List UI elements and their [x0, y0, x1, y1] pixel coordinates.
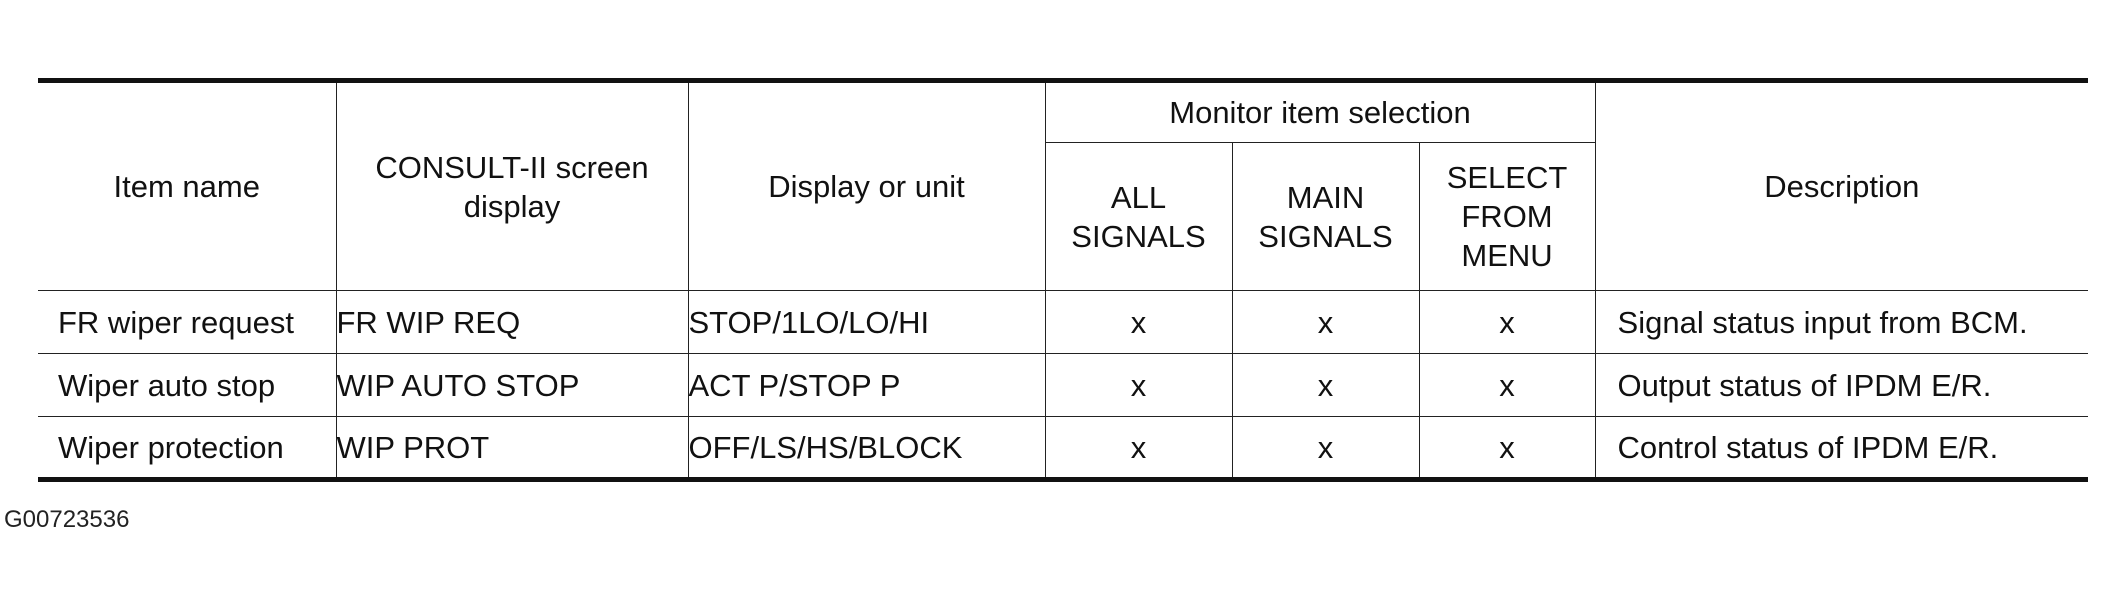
cell-main-signals: x: [1231, 416, 1420, 480]
cell-consult-display: FR WIP REQ: [335, 290, 689, 354]
header-all-signals: ALL SIGNALS: [1045, 142, 1233, 291]
cell-select-from-menu: x: [1418, 353, 1596, 417]
header-description: Description: [1594, 80, 2089, 291]
cell-consult-display: WIP PROT: [335, 416, 689, 480]
cell-description: Signal status input from BCM.: [1594, 290, 2089, 354]
header-item-name: Item name: [38, 80, 337, 291]
header-consult-display: CONSULT-II screen display: [335, 80, 689, 291]
cell-description: Output status of IPDM E/R.: [1594, 353, 2089, 417]
cell-item-name: Wiper protection: [38, 416, 337, 480]
cell-select-from-menu: x: [1418, 290, 1596, 354]
cell-main-signals: x: [1231, 290, 1420, 354]
cell-consult-display: WIP AUTO STOP: [335, 353, 689, 417]
table-row: FR wiper request FR WIP REQ STOP/1LO/LO/…: [38, 290, 2089, 354]
table-row: Wiper auto stop WIP AUTO STOP ACT P/STOP…: [38, 353, 2089, 417]
table-row: Wiper protection WIP PROT OFF/LS/HS/BLOC…: [38, 416, 2089, 480]
cell-item-name: FR wiper request: [38, 290, 337, 354]
cell-display-unit: ACT P/STOP P: [687, 353, 1046, 417]
cell-item-name: Wiper auto stop: [38, 353, 337, 417]
monitor-items-table-container: Item name CONSULT-II screen display Disp…: [38, 78, 2089, 482]
header-display-unit: Display or unit: [687, 80, 1046, 291]
cell-select-from-menu: x: [1418, 416, 1596, 480]
cell-all-signals: x: [1044, 290, 1233, 354]
monitor-items-table: Item name CONSULT-II screen display Disp…: [38, 78, 2089, 482]
header-monitor-item-selection: Monitor item selection: [1044, 80, 1596, 143]
cell-description: Control status of IPDM E/R.: [1594, 416, 2089, 480]
header-main-signals: MAIN SIGNALS: [1231, 142, 1420, 291]
cell-all-signals: x: [1044, 353, 1233, 417]
cell-main-signals: x: [1231, 353, 1420, 417]
cell-display-unit: OFF/LS/HS/BLOCK: [687, 416, 1046, 480]
header-select-from-menu: SELECT FROM MENU: [1418, 142, 1596, 291]
cell-all-signals: x: [1044, 416, 1233, 480]
figure-code: G00723536: [4, 506, 130, 533]
cell-display-unit: STOP/1LO/LO/HI: [687, 290, 1046, 354]
header-row-sub: ALL SIGNALS MAIN SIGNALS SELECT FROM MEN…: [38, 142, 2088, 291]
header-row-group: Item name CONSULT-II screen display Disp…: [38, 80, 2089, 291]
